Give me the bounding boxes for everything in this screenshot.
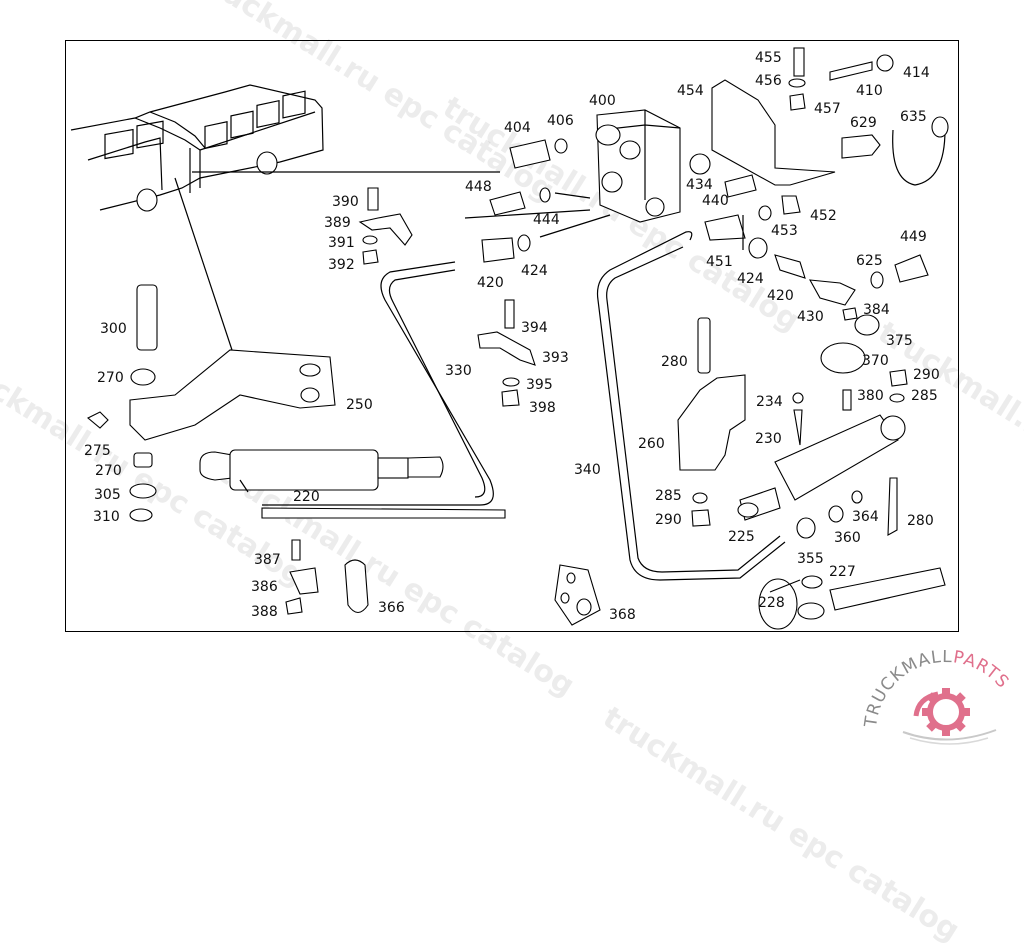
part-callout-625[interactable]: 625 xyxy=(856,253,883,269)
part-callout-387[interactable]: 387 xyxy=(254,552,281,568)
part-callout-285[interactable]: 285 xyxy=(655,488,682,504)
part-callout-629[interactable]: 629 xyxy=(850,115,877,131)
part-callout-388[interactable]: 388 xyxy=(251,604,278,620)
part-callout-290[interactable]: 290 xyxy=(913,367,940,383)
part-callout-270[interactable]: 270 xyxy=(95,463,122,479)
diagram-frame xyxy=(65,40,959,632)
clamp-389 xyxy=(358,187,413,265)
logo-text-parts: PARTS xyxy=(952,650,1013,693)
part-callout-420[interactable]: 420 xyxy=(477,275,504,291)
part-callout-451[interactable]: 451 xyxy=(706,254,733,270)
part-callout-395[interactable]: 395 xyxy=(526,377,553,393)
bracket-454 xyxy=(689,47,949,186)
part-callout-368[interactable]: 368 xyxy=(609,607,636,623)
clamp-parts xyxy=(285,539,369,615)
cylinder-220 xyxy=(199,449,506,519)
part-callout-424[interactable]: 424 xyxy=(521,263,548,279)
part-callout-355[interactable]: 355 xyxy=(797,551,824,567)
truckmall-logo: TRUCKMALLPARTS xyxy=(858,647,1024,750)
part-callout-250[interactable]: 250 xyxy=(346,397,373,413)
part-callout-392[interactable]: 392 xyxy=(328,257,355,273)
part-callout-384[interactable]: 384 xyxy=(863,302,890,318)
clamp-393 xyxy=(477,299,536,407)
part-callout-330[interactable]: 330 xyxy=(445,363,472,379)
bracket-260 xyxy=(677,317,746,527)
logo-swoosh xyxy=(902,729,997,741)
gear-tooth xyxy=(962,708,970,716)
parts-drawing xyxy=(70,47,949,630)
part-callout-340[interactable]: 340 xyxy=(574,462,601,478)
bus-illustration xyxy=(70,84,500,351)
gear-tooth xyxy=(942,688,950,696)
part-callout-453[interactable]: 453 xyxy=(771,223,798,239)
part-callout-444[interactable]: 444 xyxy=(533,212,560,228)
pipe-340 xyxy=(596,231,786,581)
part-callout-430[interactable]: 430 xyxy=(797,309,824,325)
svg-text:TRUCKMALLPARTS: TRUCKMALLPARTS xyxy=(861,650,1013,729)
gear-tooth xyxy=(942,728,950,736)
gear-tooth xyxy=(922,708,930,716)
part-callout-275[interactable]: 275 xyxy=(84,443,111,459)
part-callout-457[interactable]: 457 xyxy=(814,101,841,117)
part-callout-280[interactable]: 280 xyxy=(907,513,934,529)
part-callout-310[interactable]: 310 xyxy=(93,509,120,525)
part-callout-305[interactable]: 305 xyxy=(94,487,121,503)
part-callout-440[interactable]: 440 xyxy=(702,193,729,209)
part-callout-300[interactable]: 300 xyxy=(100,321,127,337)
part-callout-260[interactable]: 260 xyxy=(638,436,665,452)
part-callout-228[interactable]: 228 xyxy=(758,595,785,611)
part-callout-366[interactable]: 366 xyxy=(378,600,405,616)
steering-arm-250 xyxy=(87,284,336,522)
logo-text-truckmall: TRUCKMALL xyxy=(861,650,953,729)
part-callout-225[interactable]: 225 xyxy=(728,529,755,545)
part-callout-227[interactable]: 227 xyxy=(829,564,856,580)
leader-line xyxy=(769,579,801,593)
part-callout-290[interactable]: 290 xyxy=(655,512,682,528)
part-callout-220[interactable]: 220 xyxy=(293,489,320,505)
part-callout-270[interactable]: 270 xyxy=(97,370,124,386)
part-callout-285[interactable]: 285 xyxy=(911,388,938,404)
part-callout-380[interactable]: 380 xyxy=(857,388,884,404)
part-callout-434[interactable]: 434 xyxy=(686,177,713,193)
part-callout-375[interactable]: 375 xyxy=(886,333,913,349)
part-callout-448[interactable]: 448 xyxy=(465,179,492,195)
part-callout-394[interactable]: 394 xyxy=(521,320,548,336)
leader-line xyxy=(464,209,591,219)
damper-cylinder-225 xyxy=(737,392,906,539)
part-callout-424[interactable]: 424 xyxy=(737,271,764,287)
part-callout-406[interactable]: 406 xyxy=(547,113,574,129)
part-callout-389[interactable]: 389 xyxy=(324,215,351,231)
part-callout-414[interactable]: 414 xyxy=(903,65,930,81)
part-callout-454[interactable]: 454 xyxy=(677,83,704,99)
part-callout-391[interactable]: 391 xyxy=(328,235,355,251)
gear-icon xyxy=(913,688,970,736)
part-callout-234[interactable]: 234 xyxy=(756,394,783,410)
part-callout-386[interactable]: 386 xyxy=(251,579,278,595)
part-callout-398[interactable]: 398 xyxy=(529,400,556,416)
valve-block-400 xyxy=(481,109,681,263)
part-callout-404[interactable]: 404 xyxy=(504,120,531,136)
damper-228 xyxy=(758,567,946,630)
part-callout-449[interactable]: 449 xyxy=(900,229,927,245)
part-callout-410[interactable]: 410 xyxy=(856,83,883,99)
part-callout-452[interactable]: 452 xyxy=(810,208,837,224)
part-callout-390[interactable]: 390 xyxy=(332,194,359,210)
part-callout-370[interactable]: 370 xyxy=(862,353,889,369)
part-callout-400[interactable]: 400 xyxy=(589,93,616,109)
fittings-group xyxy=(704,174,929,306)
part-callout-230[interactable]: 230 xyxy=(755,431,782,447)
part-callout-280[interactable]: 280 xyxy=(661,354,688,370)
part-callout-420[interactable]: 420 xyxy=(767,288,794,304)
clamp-370 xyxy=(820,307,908,411)
part-callout-393[interactable]: 393 xyxy=(542,350,569,366)
part-callout-635[interactable]: 635 xyxy=(900,109,927,125)
part-callout-455[interactable]: 455 xyxy=(755,50,782,66)
part-callout-364[interactable]: 364 xyxy=(852,509,879,525)
part-callout-360[interactable]: 360 xyxy=(834,530,861,546)
part-callout-456[interactable]: 456 xyxy=(755,73,782,89)
